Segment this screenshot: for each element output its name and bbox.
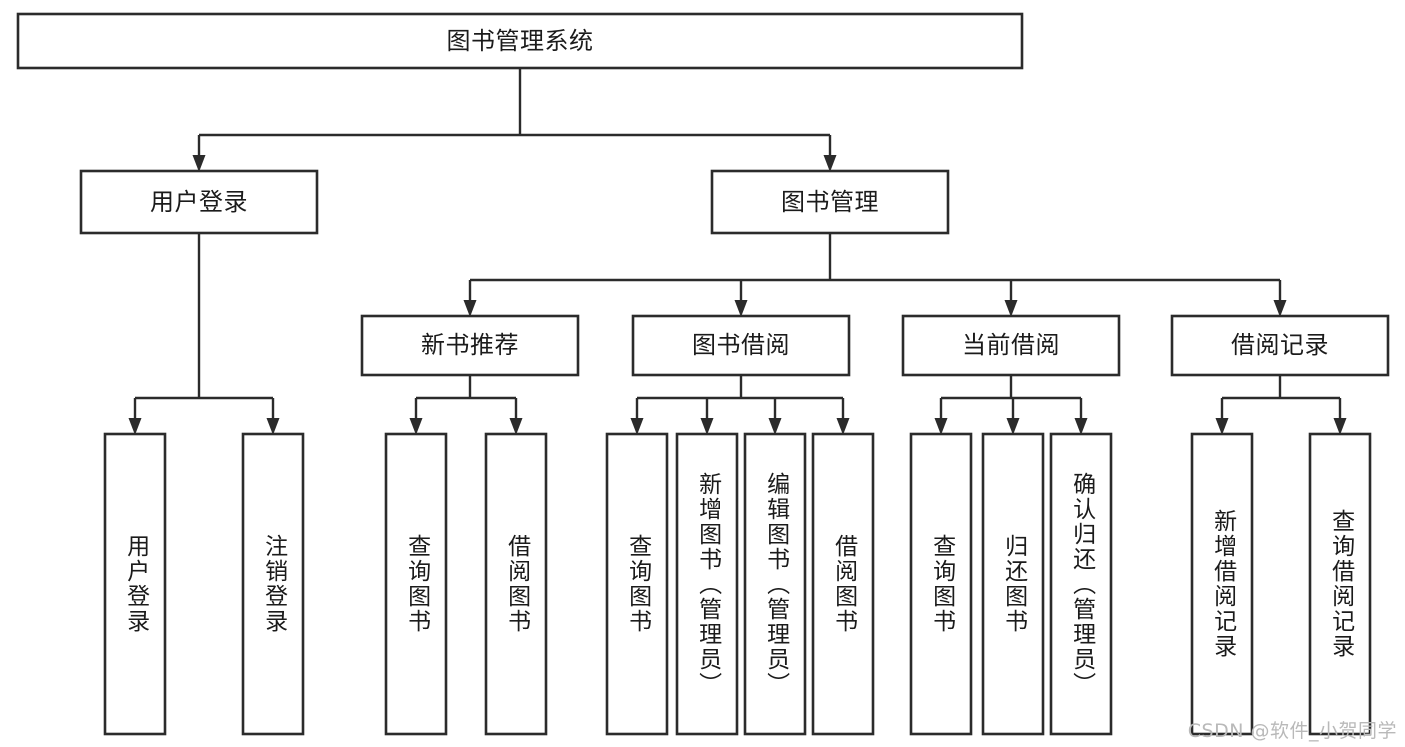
arrow-head-icon-leaf-query-book-3	[934, 418, 948, 435]
node-box-book-manage[interactable]	[710, 169, 950, 235]
node-box-leaf-query-book-1[interactable]	[384, 432, 448, 736]
arrow-head-icon-leaf-borrow-book-1	[509, 418, 523, 435]
arrow-head-icon-current-borrow	[1004, 300, 1018, 317]
arrow-head-icon-book-borrow	[734, 300, 748, 317]
arrow-head-icon-leaf-user-login	[128, 418, 142, 435]
arrow-head-icon-leaf-edit-book	[768, 418, 782, 435]
node-box-leaf-user-login[interactable]	[103, 432, 167, 736]
node-box-leaf-return-book[interactable]	[981, 432, 1045, 736]
node-box-book-borrow[interactable]	[631, 314, 851, 377]
node-box-borrow-record[interactable]	[1170, 314, 1390, 377]
arrow-head-icon-leaf-query-book-1	[409, 418, 423, 435]
arrow-head-icon-borrow-record	[1273, 300, 1287, 317]
arrow-head-icon-leaf-borrow-book-2	[836, 418, 850, 435]
node-box-user-login[interactable]	[79, 169, 319, 235]
node-box-leaf-logout[interactable]	[241, 432, 305, 736]
arrow-head-icon-leaf-query-record	[1333, 418, 1347, 435]
node-box-leaf-query-book-3[interactable]	[909, 432, 973, 736]
nodes-layer	[16, 12, 1390, 736]
node-box-leaf-confirm-return[interactable]	[1049, 432, 1113, 736]
node-box-root[interactable]	[16, 12, 1024, 70]
node-box-new-book-recommend[interactable]	[360, 314, 580, 377]
arrow-head-icon-book-manage	[823, 155, 837, 172]
node-box-leaf-add-book[interactable]	[675, 432, 739, 736]
node-box-leaf-borrow-book-2[interactable]	[811, 432, 875, 736]
edges-layer	[128, 68, 1347, 435]
node-box-leaf-borrow-book-1[interactable]	[484, 432, 548, 736]
node-box-leaf-query-book-2[interactable]	[605, 432, 669, 736]
arrow-head-icon-new-book-recommend	[463, 300, 477, 317]
arrow-head-icon-leaf-return-book	[1006, 418, 1020, 435]
node-box-leaf-query-record[interactable]	[1308, 432, 1372, 736]
arrow-head-icon-leaf-add-record	[1215, 418, 1229, 435]
arrow-head-icon-leaf-query-book-2	[630, 418, 644, 435]
node-box-leaf-add-record[interactable]	[1190, 432, 1254, 736]
arrow-head-icon-leaf-logout	[266, 418, 280, 435]
arrow-head-icon-leaf-add-book	[700, 418, 714, 435]
node-box-leaf-edit-book[interactable]	[743, 432, 807, 736]
watermark-text: CSDN @软件_小贺同学	[1187, 720, 1397, 742]
node-box-current-borrow[interactable]	[901, 314, 1121, 377]
arrow-head-icon-user-login	[192, 155, 206, 172]
arrow-head-icon-leaf-confirm-return	[1074, 418, 1088, 435]
